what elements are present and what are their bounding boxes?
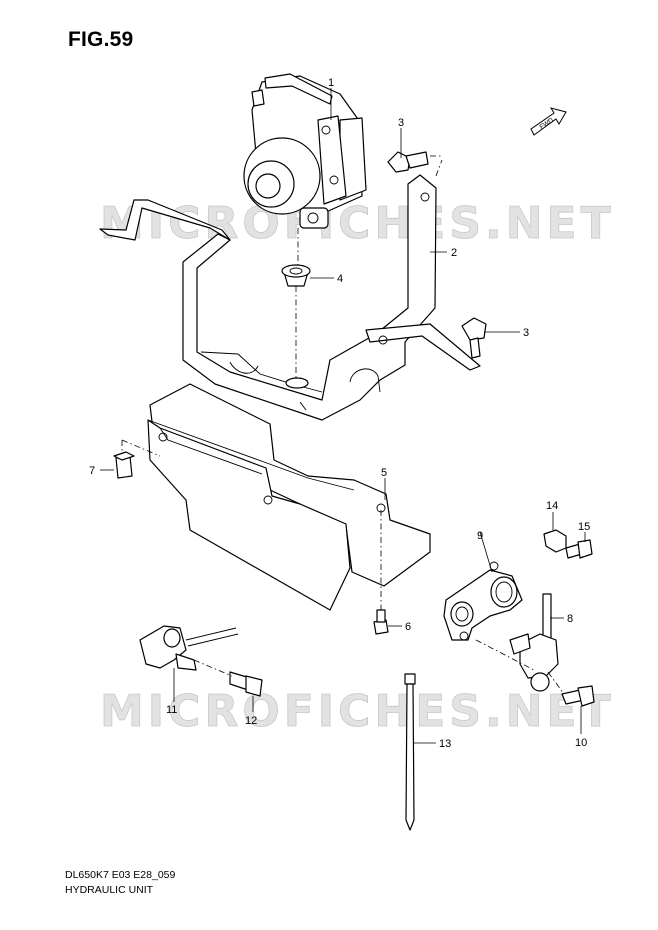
callout-labels: 1 2 3 3 4 5 6 7 8 9 10 11 12 13 14 15 (89, 77, 590, 750)
bracket-rear (99, 174, 481, 421)
watermark-text-upper: MICROFICHES.NET (100, 198, 615, 249)
figure-name: HYDRAULIC UNIT (65, 884, 154, 896)
screw-tray (373, 609, 389, 635)
callout-1: 1 (328, 77, 334, 89)
callout-6: 6 (405, 621, 411, 633)
callout-4: 4 (337, 273, 343, 285)
bolt-right (461, 317, 487, 359)
callout-10: 10 (575, 737, 587, 749)
callout-11: 11 (166, 704, 177, 716)
callout-2: 2 (451, 247, 457, 259)
forward-arrow-icon: FWD (530, 107, 567, 136)
watermark-group: MICROFICHES.NET MICROFICHES.NET (100, 198, 615, 738)
clamp (543, 529, 567, 553)
callout-12: 12 (245, 715, 257, 727)
bolt-sensor-rear (561, 685, 595, 707)
callout-3-right: 3 (523, 327, 529, 339)
callout-5: 5 (381, 467, 387, 479)
sensor-front (139, 625, 239, 671)
watermark-text-lower: MICROFICHES.NET (100, 686, 615, 737)
assembly-centerlines (121, 155, 565, 695)
callout-13: 13 (439, 738, 451, 750)
callout-8: 8 (567, 613, 573, 625)
cable-tie (404, 673, 416, 831)
figure-title: FIG.59 (68, 28, 134, 51)
clip (113, 451, 135, 479)
bolt-sensor-front (229, 671, 263, 697)
bolt-clamp (565, 539, 593, 559)
figure-code: DL650K7 E03 E28_059 (65, 869, 176, 881)
hydraulic-unit (243, 73, 367, 229)
sensor-rear (509, 593, 559, 692)
sensor-holder (443, 561, 523, 641)
leader-lines (100, 88, 586, 744)
callout-9: 9 (477, 530, 483, 542)
bolt-upper (387, 151, 429, 173)
callout-7: 7 (89, 465, 95, 477)
callout-14: 14 (546, 500, 558, 512)
callout-3-upper: 3 (398, 117, 404, 129)
cushion (281, 264, 311, 287)
tray (147, 383, 431, 611)
callout-15: 15 (578, 521, 590, 533)
